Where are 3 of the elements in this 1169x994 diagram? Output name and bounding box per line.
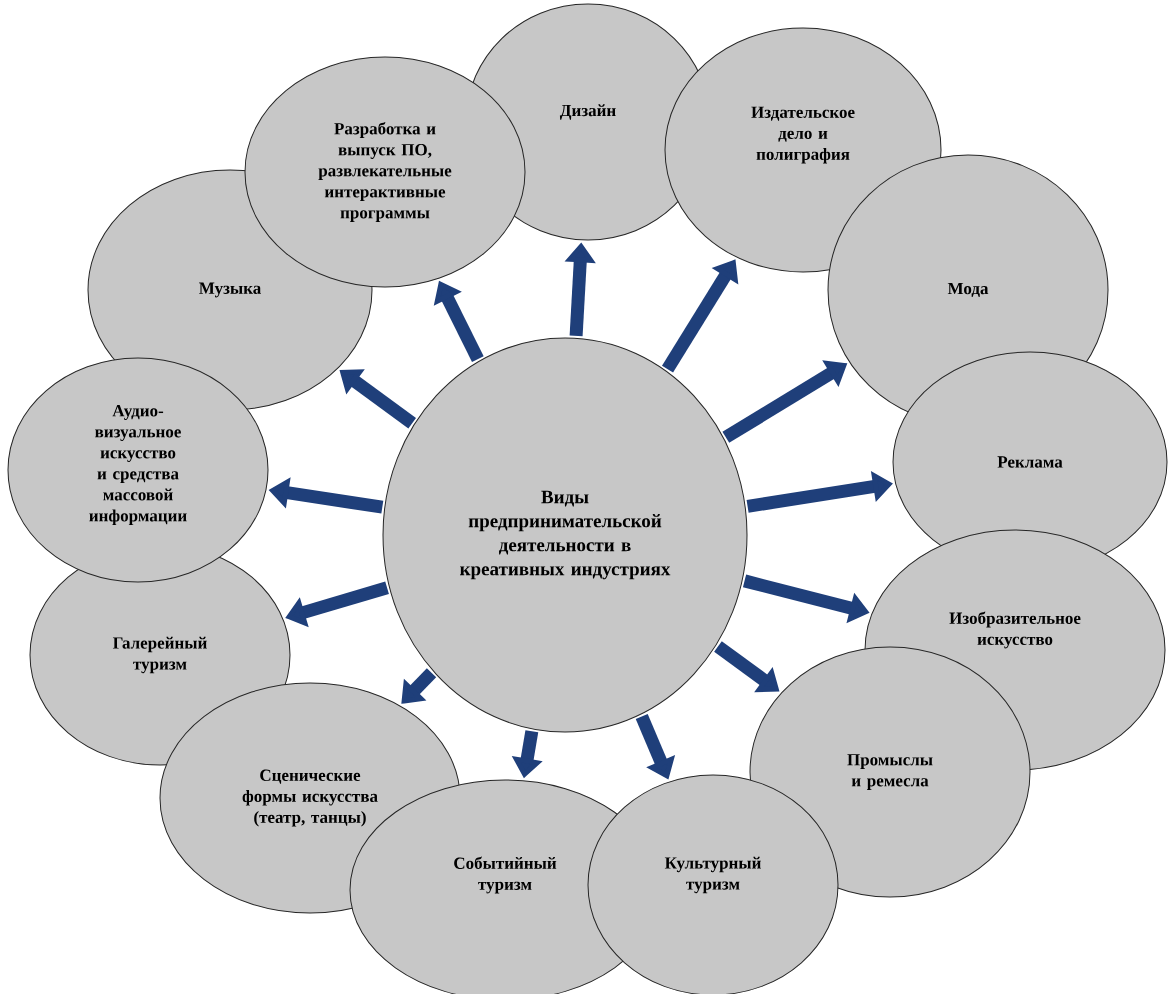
- node-label: Изобразительное искусство: [949, 611, 1081, 649]
- block-arrow: [401, 668, 437, 704]
- node-label: Реклама: [997, 456, 1063, 468]
